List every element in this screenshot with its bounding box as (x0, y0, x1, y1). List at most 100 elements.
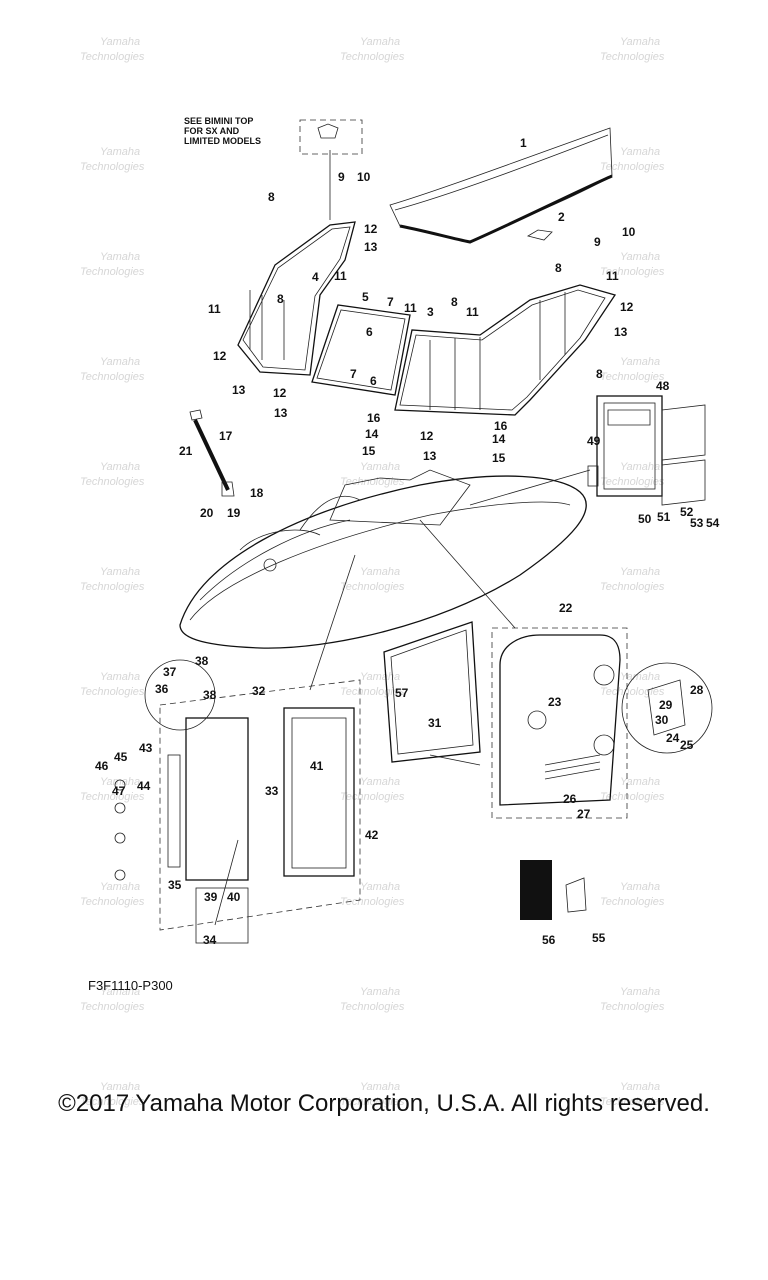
svg-text:Yamaha: Yamaha (360, 1081, 400, 1093)
callout-49: 49 (587, 434, 601, 448)
svg-text:Yamaha: Yamaha (100, 671, 140, 683)
svg-text:Yamaha: Yamaha (100, 566, 140, 578)
callout-12b: 12 (213, 349, 227, 363)
svg-text:Technologies: Technologies (340, 791, 405, 803)
svg-text:Technologies: Technologies (600, 476, 665, 488)
callout-4: 4 (312, 270, 319, 284)
callout-48: 48 (656, 379, 670, 393)
callout-51: 51 (657, 510, 671, 524)
callout-22: 22 (559, 601, 573, 615)
svg-text:Technologies: Technologies (600, 896, 665, 908)
callout-23: 23 (548, 695, 562, 709)
callout-19: 19 (227, 506, 241, 520)
callout-27: 27 (577, 807, 591, 821)
callout-37: 37 (163, 665, 177, 679)
callout-16a: 16 (367, 411, 381, 425)
svg-text:Technologies: Technologies (80, 896, 145, 908)
svg-text:Yamaha: Yamaha (100, 461, 140, 473)
callout-12d: 12 (420, 429, 434, 443)
svg-text:Technologies: Technologies (340, 1001, 405, 1013)
callout-35: 35 (168, 878, 182, 892)
callouts: 1 2 3 4 5 6 6 7 7 8 8 8 8 8 9 9 10 10 11… (95, 136, 720, 947)
callout-53: 53 (690, 516, 704, 530)
arrows (214, 469, 591, 926)
callout-40: 40 (227, 890, 241, 904)
callout-9a: 9 (338, 170, 345, 184)
svg-text:Technologies: Technologies (340, 51, 405, 63)
callout-18: 18 (250, 486, 264, 500)
callout-11e: 11 (606, 269, 619, 283)
callout-17: 17 (219, 429, 233, 443)
callout-11d: 11 (466, 305, 479, 319)
callout-11a: 11 (208, 302, 221, 316)
svg-text:Yamaha: Yamaha (620, 356, 660, 368)
hinge-screws (114, 779, 126, 881)
callout-10b: 10 (622, 225, 636, 239)
callout-13d: 13 (423, 449, 437, 463)
svg-text:Yamaha: Yamaha (620, 881, 660, 893)
svg-text:Technologies: Technologies (600, 791, 665, 803)
svg-text:Technologies: Technologies (600, 161, 665, 173)
svg-text:Technologies: Technologies (600, 371, 665, 383)
callout-20: 20 (200, 506, 214, 520)
callout-7a: 7 (387, 295, 394, 309)
callout-24: 24 (666, 731, 680, 745)
callout-16b: 16 (494, 419, 508, 433)
callout-5: 5 (362, 290, 369, 304)
svg-text:Yamaha: Yamaha (620, 671, 660, 683)
svg-text:Technologies: Technologies (80, 581, 145, 593)
svg-text:Yamaha: Yamaha (360, 36, 400, 48)
callout-56: 56 (542, 933, 556, 947)
copyright-notice: ©2017 Yamaha Motor Corporation, U.S.A. A… (58, 1090, 710, 1117)
callout-11b: 11 (334, 269, 347, 283)
callout-26: 26 (563, 792, 577, 806)
right-windshield (394, 284, 617, 416)
bimini-note: SEE BIMINI TOP FOR SX AND LIMITED MODELS (184, 116, 363, 220)
callout-12e: 12 (620, 300, 634, 314)
callout-21: 21 (179, 444, 193, 458)
svg-text:FOR SX AND: FOR SX AND (184, 126, 240, 136)
svg-text:Yamaha: Yamaha (620, 251, 660, 263)
svg-text:Technologies: Technologies (340, 896, 405, 908)
callout-29: 29 (659, 698, 673, 712)
svg-text:SEE BIMINI TOP: SEE BIMINI TOP (184, 116, 253, 126)
svg-text:Yamaha: Yamaha (360, 566, 400, 578)
callout-39: 39 (204, 890, 218, 904)
svg-text:Technologies: Technologies (80, 51, 145, 63)
svg-text:Yamaha: Yamaha (100, 881, 140, 893)
callout-43: 43 (139, 741, 153, 755)
svg-text:Technologies: Technologies (80, 686, 145, 698)
callout-32: 32 (252, 684, 266, 698)
callout-13e: 13 (614, 325, 628, 339)
svg-text:Yamaha: Yamaha (360, 776, 400, 788)
callout-3: 3 (427, 305, 434, 319)
callout-13c: 13 (274, 406, 288, 420)
callout-14b: 14 (492, 432, 506, 446)
svg-text:Technologies: Technologies (600, 1001, 665, 1013)
svg-text:Yamaha: Yamaha (360, 986, 400, 998)
svg-text:Yamaha: Yamaha (620, 146, 660, 158)
svg-text:Yamaha: Yamaha (360, 461, 400, 473)
callout-46: 46 (95, 759, 109, 773)
svg-text:Technologies: Technologies (340, 581, 405, 593)
callout-52: 52 (680, 505, 694, 519)
svg-text:Yamaha: Yamaha (620, 36, 660, 48)
callout-50: 50 (638, 512, 652, 526)
storage-compartment (491, 627, 713, 819)
door-assembly (114, 659, 361, 944)
callout-36: 36 (155, 682, 169, 696)
callout-38a: 38 (195, 654, 209, 668)
callout-14a: 14 (365, 427, 379, 441)
storage-lid-detail (587, 395, 706, 506)
svg-text:Technologies: Technologies (80, 266, 145, 278)
callout-44: 44 (137, 779, 151, 793)
svg-text:Technologies: Technologies (340, 476, 405, 488)
callout-7b: 7 (350, 367, 357, 381)
svg-text:Yamaha: Yamaha (100, 986, 140, 998)
callout-6a: 6 (366, 325, 373, 339)
misc-parts (520, 860, 587, 920)
callout-47: 47 (112, 784, 126, 798)
svg-text:Yamaha: Yamaha (620, 986, 660, 998)
callout-8e: 8 (596, 367, 603, 381)
